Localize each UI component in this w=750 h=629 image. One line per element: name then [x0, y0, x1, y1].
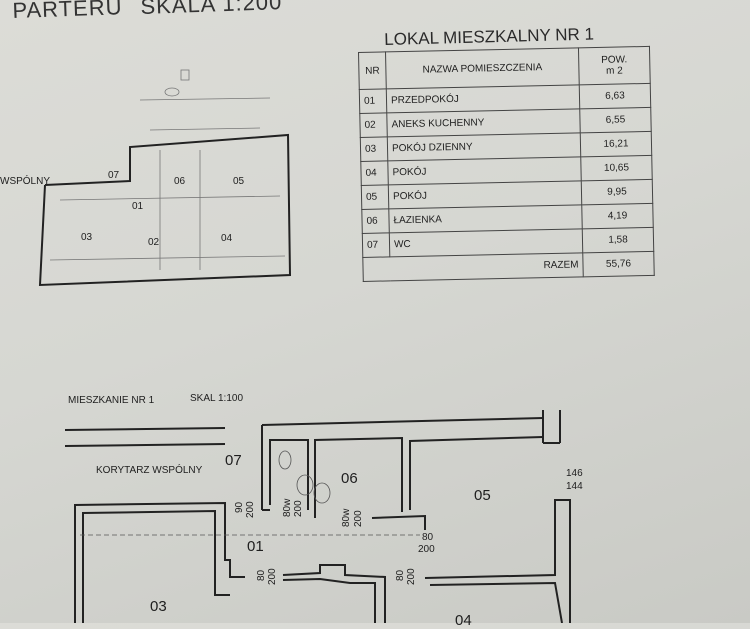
- top-plan-title: PARTERU: [12, 0, 123, 23]
- header-nr: NR: [358, 51, 387, 90]
- cell-area: 6,55: [579, 107, 652, 133]
- bottom-plan-scale: SKAL 1:100: [190, 393, 244, 404]
- door-dim: 200: [418, 544, 435, 555]
- door-dim: 200: [245, 501, 256, 518]
- door-dim: 200: [267, 568, 278, 585]
- cell-area: 6,63: [579, 83, 651, 109]
- cell-nr: 03: [360, 136, 388, 162]
- top-room-label: 07: [108, 170, 120, 181]
- top-room-label: 01: [132, 201, 144, 212]
- cell-area: 10,65: [580, 155, 653, 181]
- room-label: 03: [150, 598, 167, 615]
- room-label: 05: [474, 487, 491, 504]
- total-value: 55,76: [582, 251, 655, 277]
- level-mark: 144: [566, 481, 583, 492]
- cell-area: 1,58: [582, 227, 654, 253]
- cell-nr: 07: [362, 232, 390, 258]
- door-dim: 200: [406, 568, 417, 585]
- door-dim: 200: [293, 500, 304, 517]
- total-label: RAZEM: [362, 252, 584, 282]
- door-dim: 80: [395, 569, 406, 581]
- cell-area: 9,95: [581, 179, 653, 205]
- cell-nr: 06: [361, 208, 390, 234]
- top-plan-corridor-label: WSPÓLNY: [0, 176, 51, 187]
- top-room-label: 02: [148, 237, 160, 248]
- room-label: 06: [341, 470, 358, 487]
- apartment-outline: [38, 133, 292, 287]
- door-dim: 80w: [282, 498, 293, 517]
- top-room-label: 05: [233, 176, 245, 187]
- room-label: 07: [225, 452, 242, 469]
- cell-area: 16,21: [580, 131, 652, 157]
- cell-nr: 04: [360, 160, 389, 186]
- top-room-label: 04: [221, 233, 233, 244]
- door-dim: 80: [422, 532, 434, 543]
- cell-nr: 02: [359, 112, 388, 138]
- door-dim: 90: [234, 501, 245, 513]
- room-label: 01: [247, 538, 264, 555]
- header-area: POW.m 2: [578, 46, 651, 85]
- corridor-label: KORYTARZ WSPÓLNY: [96, 465, 203, 476]
- table-header: NR NAZWA POMIESZCZENIA POW.m 2: [358, 46, 651, 90]
- door-dim: 80w: [341, 508, 352, 527]
- room-label: 04: [455, 612, 472, 629]
- bottom-plan-title: MIESZKANIE NR 1: [68, 395, 155, 406]
- cell-nr: 01: [359, 88, 387, 114]
- door-dim: 200: [353, 510, 364, 527]
- top-room-label: 03: [81, 232, 93, 243]
- cell-nr: 05: [361, 184, 389, 210]
- top-room-label: 06: [174, 176, 186, 187]
- level-mark: 146: [566, 468, 583, 479]
- door-dim: 80: [256, 569, 267, 581]
- cell-area: 4,19: [581, 203, 654, 229]
- header-name: NAZWA POMIESZCZENIA: [385, 47, 580, 89]
